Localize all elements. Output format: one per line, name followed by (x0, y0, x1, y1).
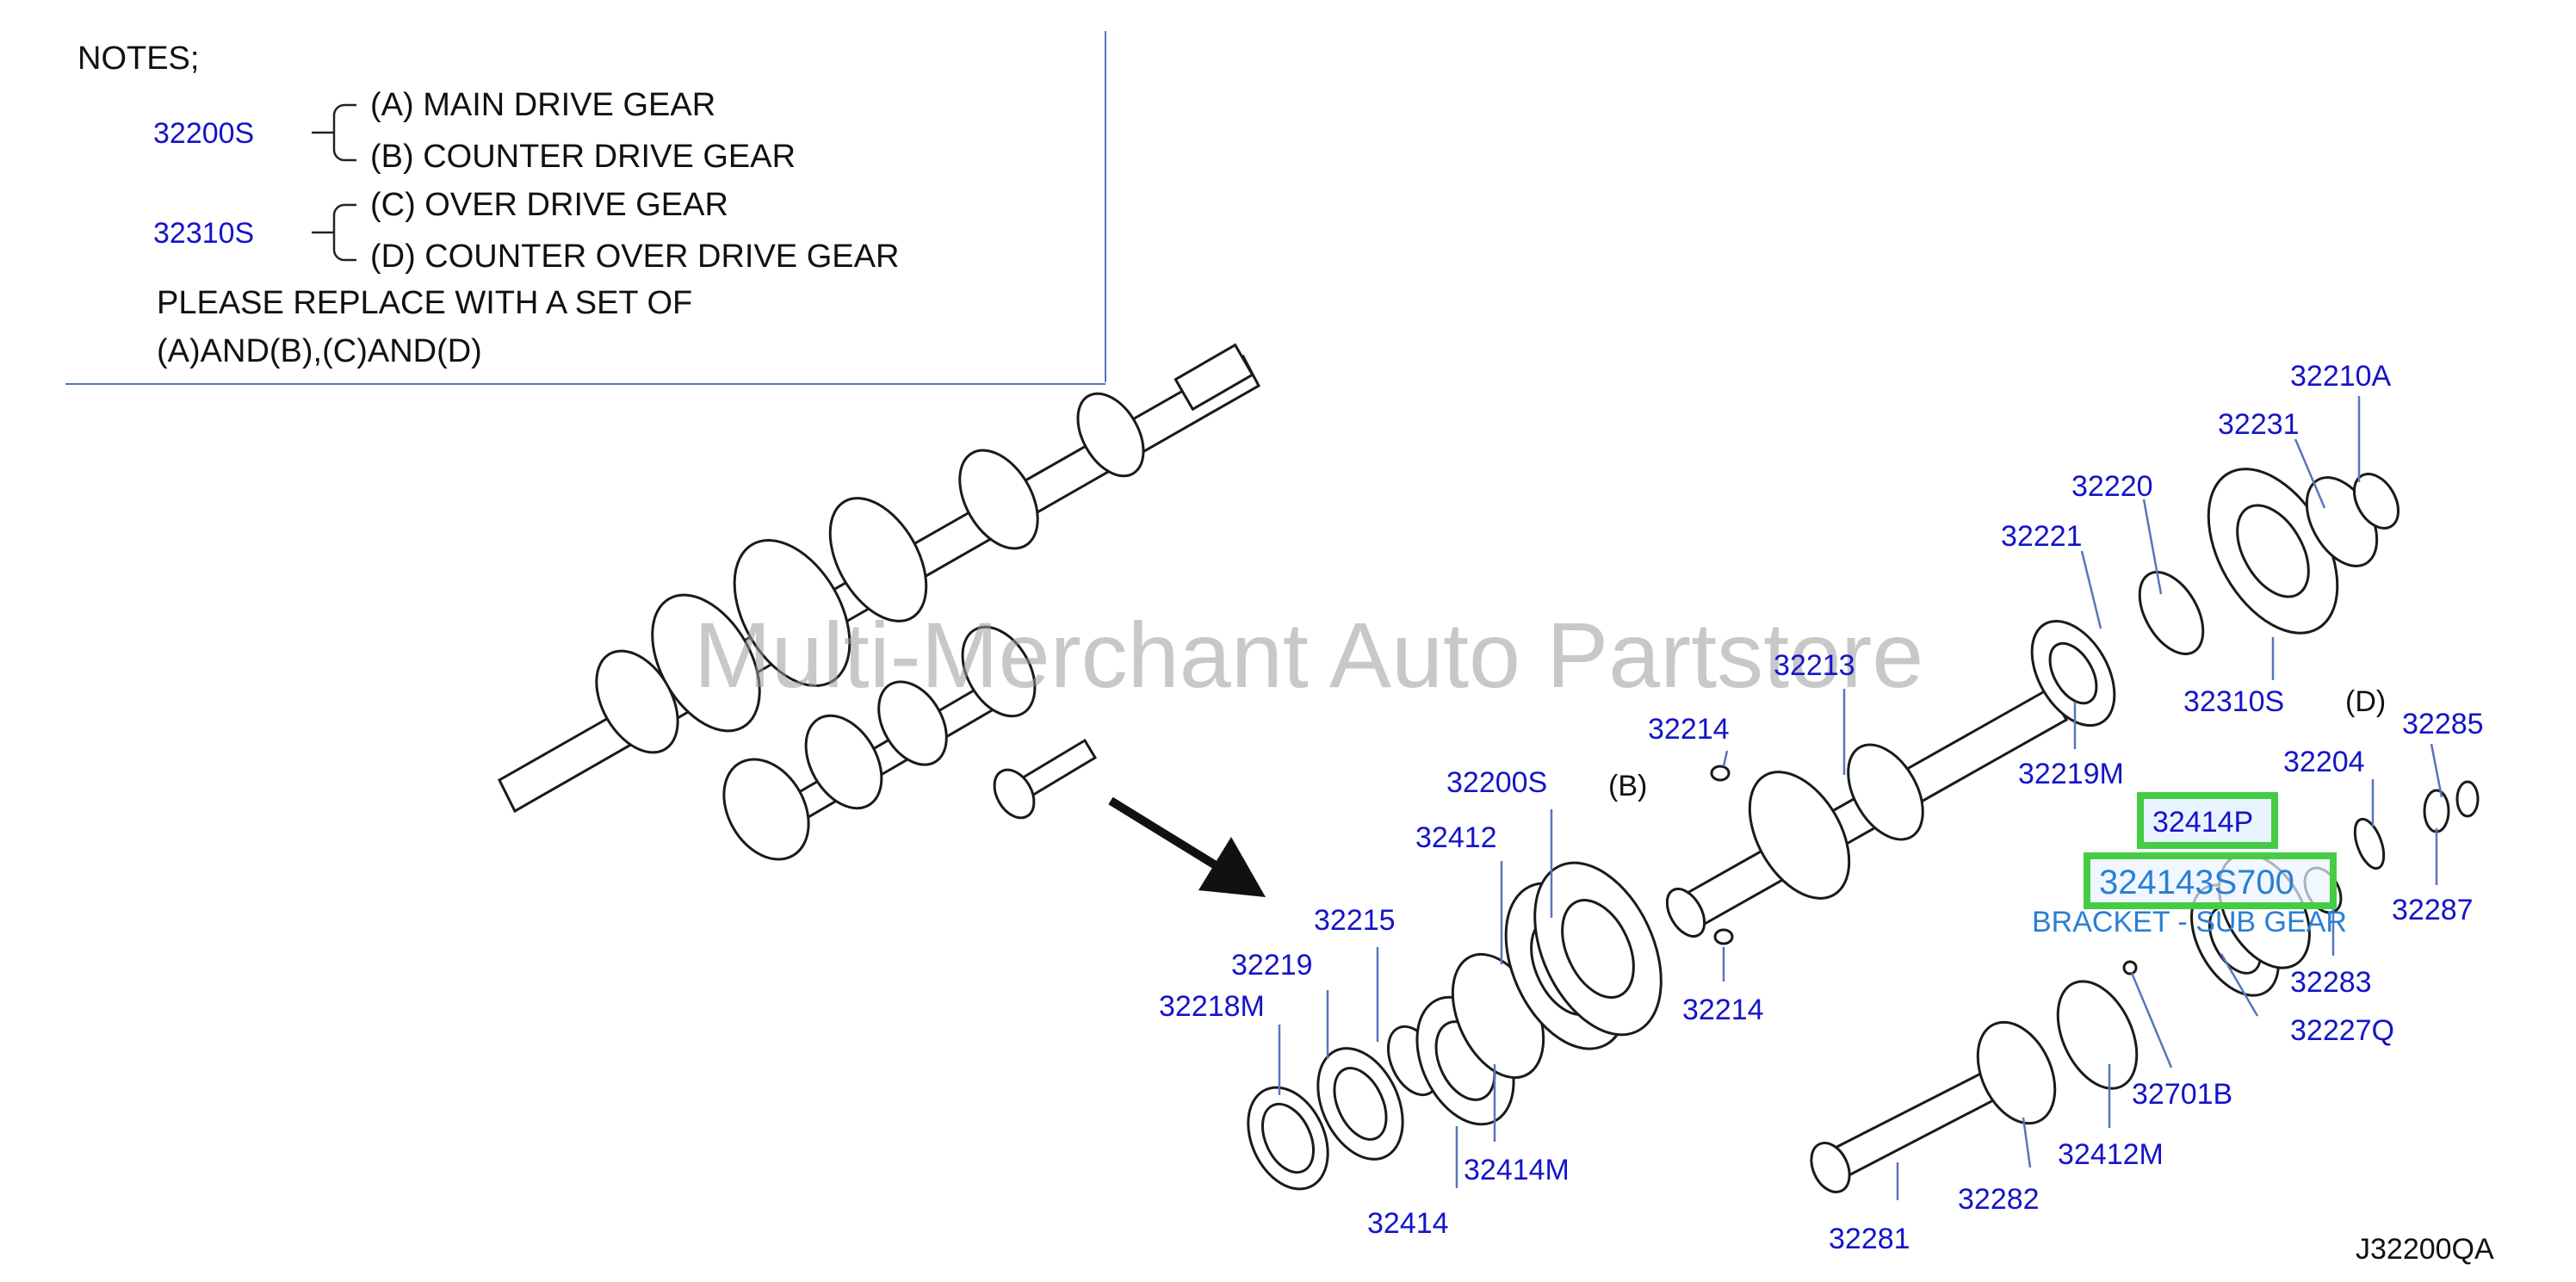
overview-small-gear (993, 768, 1036, 820)
part-32701B-ball (2122, 960, 2138, 975)
label-letter-b: (B) (1608, 770, 1647, 802)
part-32210A-nut (2352, 473, 2400, 530)
overview-gear-1 (828, 497, 928, 622)
part-32214-upper (1710, 765, 1731, 782)
part-labels: 32210A 32231 32220 32221 32310S 32213 32… (1159, 360, 2484, 1255)
overview-bearing-1 (1076, 392, 1145, 478)
label-32227Q[interactable]: 32227Q (2290, 1014, 2394, 1047)
label-32200S[interactable]: 32200S (1446, 766, 1547, 799)
label-32214-lower[interactable]: 32214 (1682, 994, 1764, 1026)
label-32412[interactable]: 32412 (1415, 821, 1497, 854)
brace-a-b (312, 103, 356, 162)
part-32282-gear (1976, 1020, 2057, 1125)
part-32287-washer (2423, 789, 2450, 833)
label-32310S[interactable]: 32310S (2183, 685, 2284, 718)
part-32204-snapring (2353, 817, 2386, 870)
label-32218M[interactable]: 32218M (1159, 990, 1265, 1023)
overview-hub (595, 649, 679, 754)
label-32414M[interactable]: 32414M (1464, 1154, 1570, 1186)
label-32231[interactable]: 32231 (2218, 408, 2300, 441)
label-32219[interactable]: 32219 (1231, 949, 1313, 982)
exploded-parts (1247, 468, 2480, 1193)
label-32219M[interactable]: 32219M (2018, 758, 2124, 790)
part-32214-lower (1713, 928, 1734, 945)
highlight-description: BRACKET - SUB GEAR (2032, 906, 2347, 938)
note-line-d: (D) COUNTER OVER DRIVE GEAR (370, 238, 899, 275)
label-32287[interactable]: 32287 (2392, 894, 2474, 926)
label-32213[interactable]: 32213 (1774, 649, 1855, 682)
label-32414[interactable]: 32414 (1367, 1207, 1449, 1240)
part-32213-gear (1748, 771, 1851, 900)
note-line-b: (B) COUNTER DRIVE GEAR (370, 139, 796, 175)
highlight-box-secondary (2084, 852, 2337, 909)
label-letter-d: (D) (2345, 685, 2386, 718)
label-32283[interactable]: 32283 (2290, 966, 2372, 999)
note-line-a: (A) MAIN DRIVE GEAR (370, 87, 715, 123)
label-32214-upper[interactable]: 32214 (1648, 713, 1730, 746)
watermark: Multi-Merchant Auto Partstore (694, 603, 1924, 707)
label-32220[interactable]: 32220 (2071, 470, 2153, 503)
overview-shaft-end (1173, 343, 1254, 412)
label-32204[interactable]: 32204 (2283, 746, 2365, 778)
explode-arrow (1108, 796, 1266, 897)
overview-counter-gear-3 (804, 714, 883, 810)
notes-box: NOTES; 32200S (A) MAIN DRIVE GEAR (B) CO… (65, 31, 1106, 385)
diagram-code: J32200QA (2356, 1233, 2494, 1266)
label-32285[interactable]: 32285 (2402, 708, 2484, 740)
part-32220-collar (2138, 571, 2205, 655)
leader-lines (1278, 396, 2443, 1200)
note-instruction-2: (A)AND(B),(C)AND(D) (157, 333, 482, 369)
highlight-box-primary (2137, 792, 2278, 849)
label-32215[interactable]: 32215 (1314, 904, 1396, 937)
notes-heading: NOTES; (77, 40, 199, 77)
overview-gear-2 (733, 539, 851, 687)
note-line-c: (C) OVER DRIVE GEAR (370, 187, 728, 223)
part-32285-clip (2455, 780, 2480, 818)
label-32281[interactable]: 32281 (1829, 1223, 1910, 1255)
overview-counter-gear-1 (961, 625, 1037, 718)
part-32412M-ring (2056, 980, 2139, 1090)
overview-counter-gear-4 (722, 758, 810, 861)
label-32221[interactable]: 32221 (2001, 520, 2083, 553)
overview-assembly (498, 343, 1261, 861)
highlight-part-secondary[interactable]: 324143S700 (2099, 864, 2294, 901)
brace-c-d (312, 203, 356, 262)
label-32210A[interactable]: 32210A (2290, 360, 2392, 393)
label-32282[interactable]: 32282 (1958, 1183, 2040, 1216)
overview-counter-gear-2 (877, 680, 948, 766)
label-32412M[interactable]: 32412M (2058, 1138, 2164, 1171)
notes-part-32200S[interactable]: 32200S (153, 117, 254, 150)
part-32213-gear-2 (1847, 743, 1924, 841)
highlight-part-primary[interactable]: 32414P (2152, 806, 2253, 839)
notes-part-32310S[interactable]: 32310S (153, 217, 254, 250)
overview-bearing-2 (958, 449, 1039, 550)
label-32701B[interactable]: 32701B (2132, 1078, 2232, 1111)
highlight-group: 32414P 324143S700 BRACKET - SUB GEAR (2032, 792, 2347, 938)
note-instruction-1: PLEASE REPLACE WITH A SET OF (157, 285, 692, 321)
